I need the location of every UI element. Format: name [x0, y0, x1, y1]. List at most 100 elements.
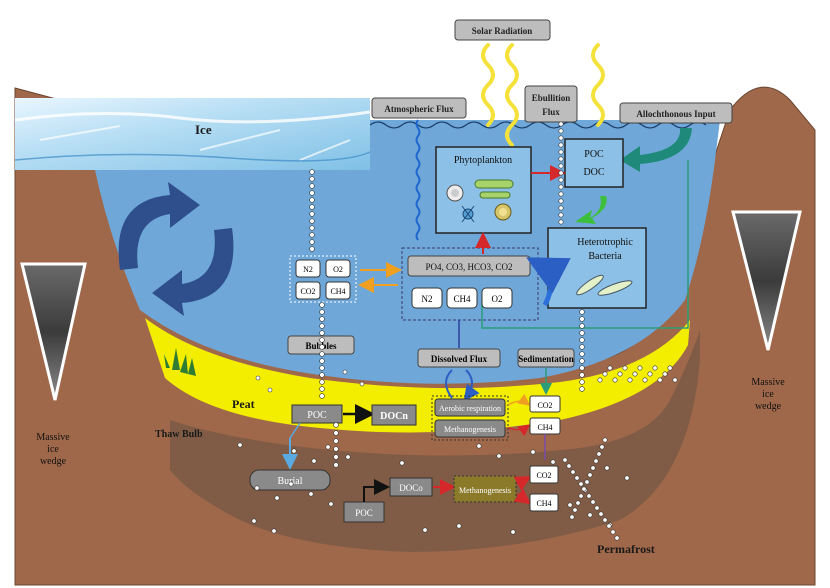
- bubble: [309, 197, 315, 203]
- bubble: [578, 493, 584, 499]
- bubble: [308, 491, 314, 497]
- bubble: [309, 239, 315, 245]
- bubble: [614, 535, 620, 541]
- bubble: [632, 371, 638, 377]
- bubble: [291, 448, 297, 454]
- bubble: [586, 493, 592, 499]
- co2-deep-box: [529, 465, 559, 484]
- bubble: [562, 457, 568, 463]
- bubble: [274, 495, 280, 501]
- o2-left-label: O2: [333, 265, 343, 274]
- bubble: [333, 422, 339, 428]
- docn-box: [371, 404, 417, 426]
- massive-left-3: wedge: [40, 456, 67, 467]
- ebullition-flux-box: [524, 85, 578, 123]
- bubble: [662, 371, 668, 377]
- ch4-right-box: [446, 287, 478, 309]
- bubble: [319, 337, 325, 343]
- burial-label: Burial: [278, 476, 303, 487]
- sun-rays: [481, 43, 605, 147]
- bubble: [558, 142, 564, 148]
- gas-block-left-frame: [289, 255, 357, 303]
- ice-slab: [14, 98, 371, 170]
- bubble: [572, 507, 578, 513]
- bubble: [579, 351, 585, 357]
- bubble: [558, 135, 564, 141]
- bubble: [319, 351, 325, 357]
- bubble: [587, 512, 593, 518]
- peat-process-frame: [431, 395, 509, 441]
- ice-label: Ice: [195, 122, 212, 137]
- bubble: [319, 365, 325, 371]
- ice-wedge-left: [20, 262, 87, 401]
- bubble: [309, 211, 315, 217]
- bubble: [579, 386, 585, 392]
- phytoplankton-icon: [446, 179, 514, 223]
- bubble: [587, 472, 593, 478]
- ch4-deep-label: CH4: [536, 499, 551, 508]
- methano-to-co2-arrow: [513, 476, 532, 491]
- bubble: [510, 529, 516, 535]
- bubble-streams: [237, 121, 678, 541]
- bubble: [319, 386, 325, 392]
- bubble: [657, 377, 663, 383]
- bubble: [569, 514, 575, 520]
- allochthonous-input-label: Allochthonous Input: [636, 109, 715, 119]
- bubble: [602, 437, 608, 443]
- methanogenesis-deep-label: Methanogenesis: [459, 486, 511, 495]
- poc-to-doco-arrow: [363, 479, 390, 502]
- bubble: [578, 481, 584, 487]
- bubble: [288, 481, 294, 487]
- bubble: [597, 377, 603, 383]
- bubble: [667, 365, 673, 371]
- burial-box: [249, 469, 331, 491]
- bubble: [558, 198, 564, 204]
- bubble: [319, 372, 325, 378]
- bubble: [558, 219, 564, 225]
- phytoplankton-label: Phytoplankton: [454, 155, 512, 166]
- allochthonous-arrow: [620, 128, 692, 172]
- bubble: [319, 309, 325, 315]
- bubble: [622, 365, 628, 371]
- aerobic-respiration-box: [434, 398, 506, 417]
- bacteria-to-nutrients-arrow: [526, 257, 571, 307]
- docn-label: DOCn: [380, 411, 408, 422]
- nutrients-label: PO4, CO3, HCO3, CO2: [425, 262, 512, 272]
- bubble: [610, 529, 616, 535]
- bubble: [558, 149, 564, 155]
- bubble: [309, 246, 315, 252]
- bubble: [567, 502, 573, 508]
- bubble: [579, 316, 585, 322]
- lake-water: [60, 120, 720, 384]
- dissolved-flux-label: Dissolved Flux: [431, 354, 488, 364]
- bubble: [558, 156, 564, 162]
- co2-deep-label: CO2: [536, 471, 551, 480]
- bubble: [647, 371, 653, 377]
- poc-doc-box: [564, 138, 624, 188]
- bubble: [319, 323, 325, 329]
- bubble: [254, 485, 260, 491]
- bubble: [558, 177, 564, 183]
- bubble: [612, 377, 618, 383]
- bubble: [342, 369, 348, 375]
- bubble: [333, 454, 339, 460]
- ice-wedge-right: [731, 210, 802, 351]
- o2-left-box: [325, 259, 351, 278]
- poc-peat-box: [291, 404, 343, 424]
- bubble: [579, 365, 585, 371]
- bubble: [319, 379, 325, 385]
- bubble: [328, 501, 334, 507]
- bubble: [309, 232, 315, 238]
- massive-right-3: wedge: [755, 401, 782, 412]
- co2-peat-box: [529, 395, 561, 413]
- bubble: [345, 454, 351, 460]
- bubble: [359, 381, 365, 387]
- aquatic-plant-icon: [164, 348, 196, 376]
- bubble: [590, 499, 596, 505]
- bubble: [309, 225, 315, 231]
- bubble: [399, 460, 405, 466]
- bubble: [617, 371, 623, 377]
- bubble: [309, 204, 315, 210]
- bubble: [579, 337, 585, 343]
